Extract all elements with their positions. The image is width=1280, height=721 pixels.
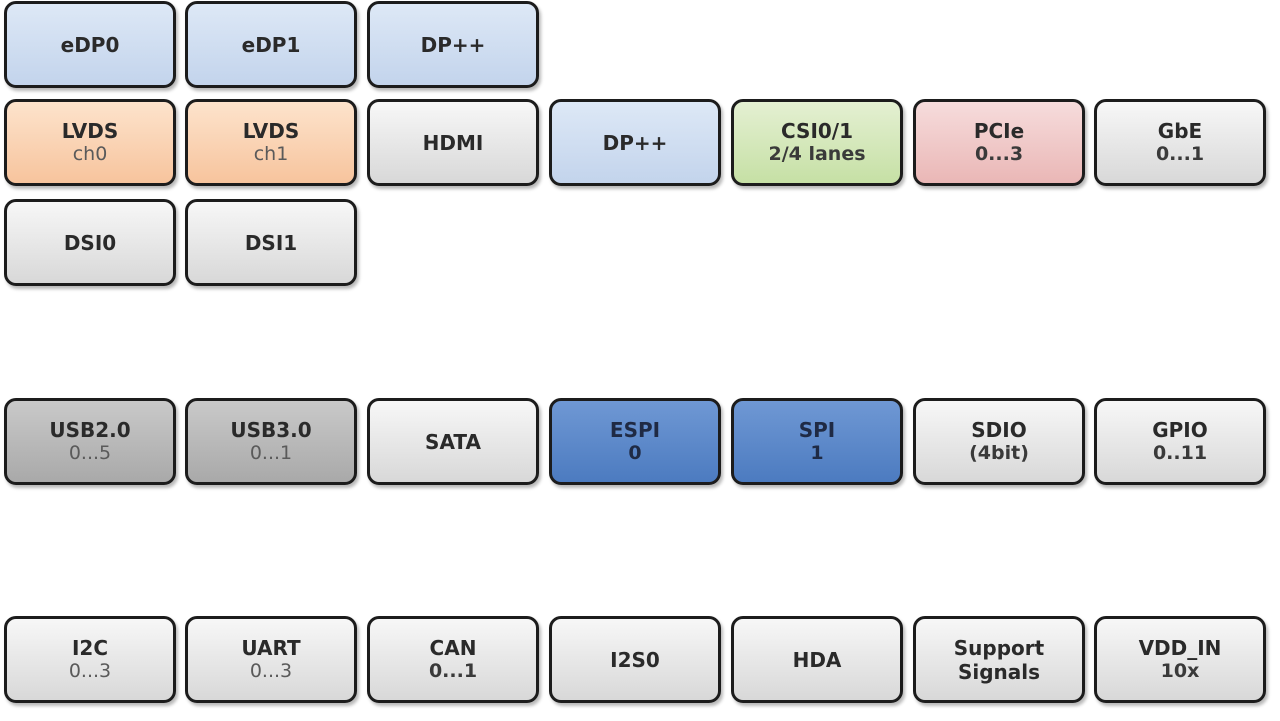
- lvds-ch1-block[interactable]: LVDS ch1: [185, 99, 357, 186]
- block-sublabel: 2/4 lanes: [768, 143, 866, 166]
- hda-block[interactable]: HDA: [731, 616, 903, 703]
- usb3-block[interactable]: USB3.0 0...1: [185, 398, 357, 485]
- sata-block[interactable]: SATA: [367, 398, 539, 485]
- block-label: USB3.0: [230, 418, 312, 443]
- dsi0-block[interactable]: DSI0: [4, 199, 176, 286]
- block-label: LVDS: [61, 119, 119, 144]
- block-sublabel: 0...1: [249, 442, 293, 465]
- block-label: DSI1: [244, 230, 298, 255]
- block-sublabel: ch0: [72, 143, 108, 166]
- edp0-block[interactable]: eDP0: [4, 1, 176, 88]
- block-label: CAN: [429, 636, 477, 661]
- block-sublabel: 0...3: [974, 143, 1024, 166]
- block-sublabel: ch1: [253, 143, 289, 166]
- block-label: LVDS: [242, 119, 300, 144]
- uart-block[interactable]: UART 0...3: [185, 616, 357, 703]
- block-label: DSI0: [63, 230, 117, 255]
- block-sublabel: 1: [810, 442, 824, 465]
- csi-block[interactable]: CSI0/1 2/4 lanes: [731, 99, 903, 186]
- pcie-block[interactable]: PCIe 0...3: [913, 99, 1085, 186]
- block-label: Support: [953, 635, 1045, 660]
- block-sublabel: 0..11: [1152, 442, 1208, 465]
- block-label: DP++: [602, 130, 668, 155]
- block-sublabel: 0: [628, 442, 642, 465]
- usb2-block[interactable]: USB2.0 0...5: [4, 398, 176, 485]
- block-sublabel: 0...5: [68, 442, 112, 465]
- lvds-ch0-block[interactable]: LVDS ch0: [4, 99, 176, 186]
- block-sublabel: 10x: [1160, 660, 1200, 683]
- dsi1-block[interactable]: DSI1: [185, 199, 357, 286]
- block-label: I2S0: [610, 647, 660, 672]
- gpio-block[interactable]: GPIO 0..11: [1094, 398, 1266, 485]
- block-label: GPIO: [1152, 418, 1208, 443]
- block-sublabel: 0...3: [68, 660, 112, 683]
- block-label: SDIO: [971, 418, 1027, 443]
- block-label: SPI: [798, 418, 836, 443]
- hdmi-block[interactable]: HDMI: [367, 99, 539, 186]
- spi-block[interactable]: SPI 1: [731, 398, 903, 485]
- gbe-block[interactable]: GbE 0...1: [1094, 99, 1266, 186]
- block-label: ESPI: [609, 418, 661, 443]
- block-label: USB2.0: [49, 418, 131, 443]
- block-sublabel: 0...1: [1155, 143, 1205, 166]
- block-sublabel: Signals: [957, 659, 1041, 684]
- block-sublabel: 0...1: [428, 660, 478, 683]
- block-label: UART: [241, 636, 301, 661]
- i2c-block[interactable]: I2C 0...3: [4, 616, 176, 703]
- i2s0-block[interactable]: I2S0: [549, 616, 721, 703]
- block-label: DP++: [420, 32, 486, 57]
- block-label: HDA: [792, 647, 842, 672]
- can-block[interactable]: CAN 0...1: [367, 616, 539, 703]
- block-label: SATA: [425, 429, 481, 454]
- sdio-block[interactable]: SDIO (4bit): [913, 398, 1085, 485]
- espi-block[interactable]: ESPI 0: [549, 398, 721, 485]
- block-sublabel: 0...3: [249, 660, 293, 683]
- dp-plus-top-block[interactable]: DP++: [367, 1, 539, 88]
- block-label: CSI0/1: [780, 119, 854, 144]
- edp1-block[interactable]: eDP1: [185, 1, 357, 88]
- block-sublabel: (4bit): [969, 442, 1029, 465]
- block-label: VDD_IN: [1138, 636, 1222, 661]
- dp-plus-mid-block[interactable]: DP++: [549, 99, 721, 186]
- block-label: HDMI: [422, 130, 484, 155]
- block-label: I2C: [71, 636, 109, 661]
- block-label: eDP1: [241, 32, 301, 57]
- block-label: PCIe: [973, 119, 1025, 144]
- block-label: GbE: [1157, 119, 1203, 144]
- vdd-in-block[interactable]: VDD_IN 10x: [1094, 616, 1266, 703]
- block-label: eDP0: [60, 32, 120, 57]
- support-signals-block[interactable]: Support Signals: [913, 616, 1085, 703]
